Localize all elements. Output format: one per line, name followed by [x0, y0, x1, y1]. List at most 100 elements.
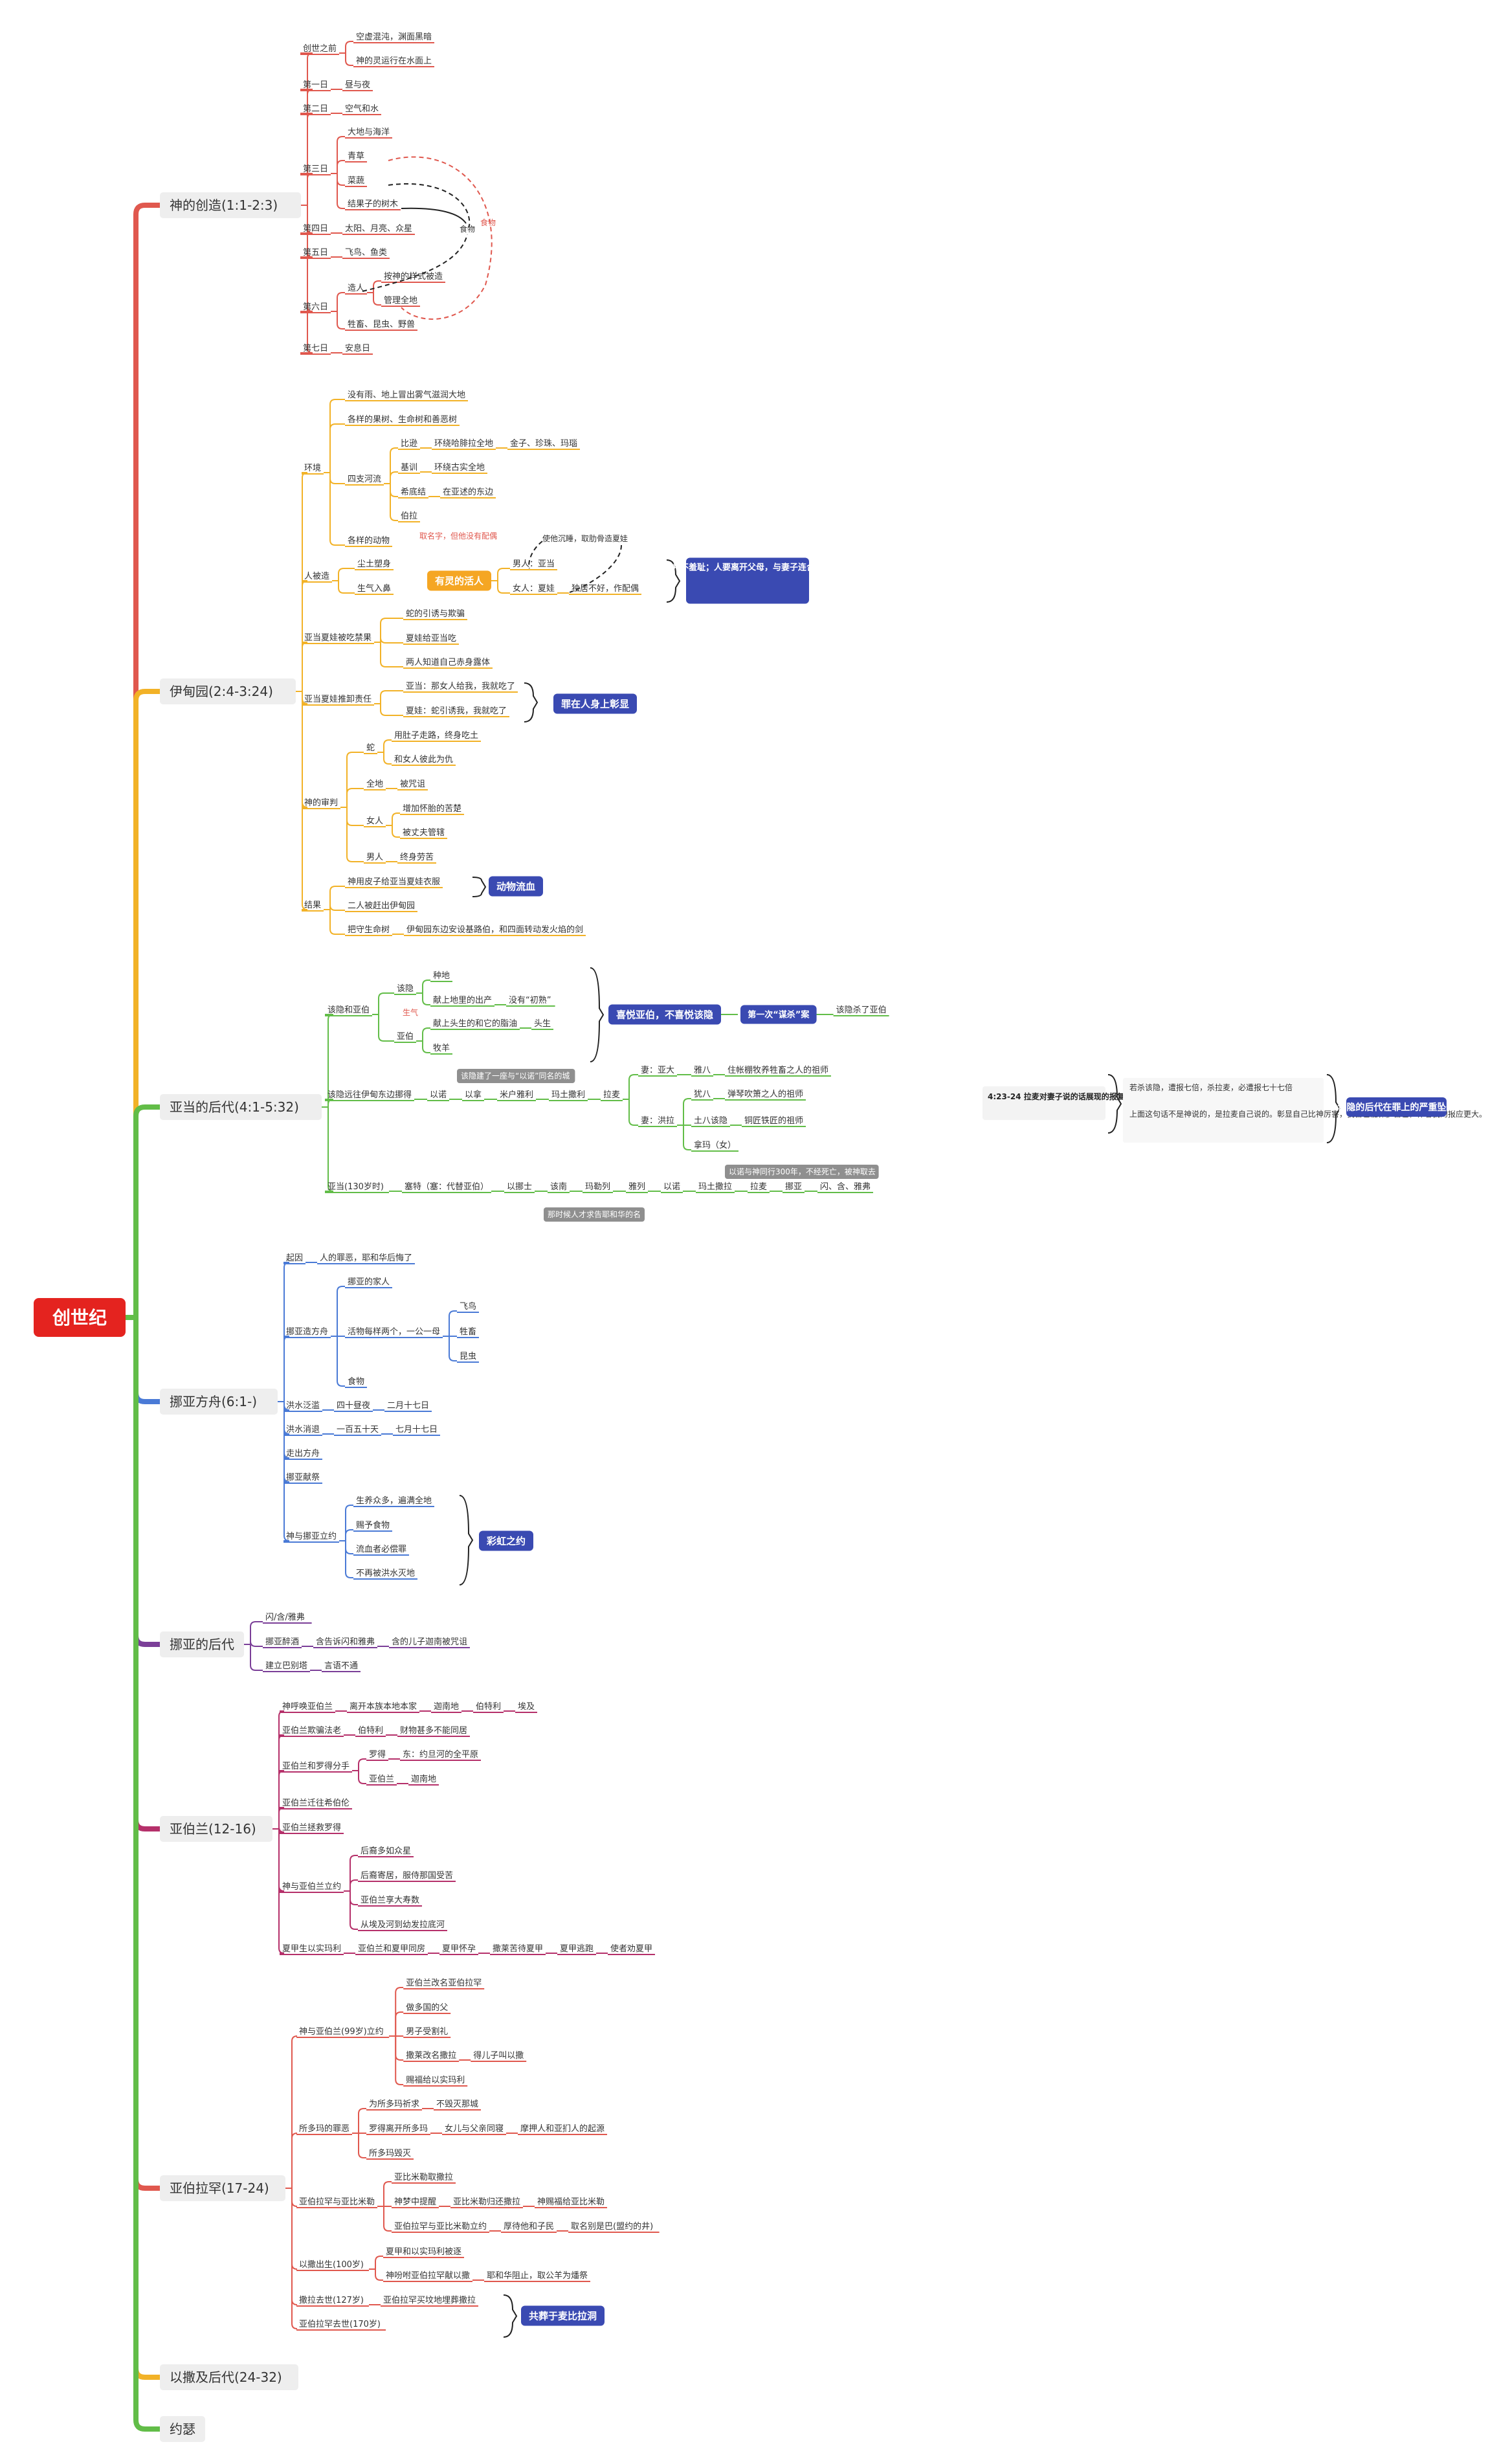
map-node[interactable]: 神与亚伯兰(99岁)立约 — [299, 2027, 384, 2037]
map-node[interactable]: 罗得离开所多玛 — [369, 2123, 428, 2134]
map-node[interactable]: 四十昼夜 — [337, 1401, 370, 1411]
map-node[interactable]: 和女人彼此为仇 — [394, 754, 453, 765]
map-node[interactable]: 伯特利 — [358, 1726, 383, 1736]
map-node[interactable]: 女人：夏娃 — [513, 583, 555, 594]
map-node[interactable]: 塞特（塞：代替亚伯） — [405, 1182, 489, 1192]
map-node[interactable]: 后裔多如众星 — [361, 1846, 411, 1856]
map-node[interactable]: 尘土塑身 — [357, 559, 391, 569]
map-node[interactable]: 该南 — [550, 1182, 567, 1192]
god-favor-tag[interactable]: 喜悦亚伯，不喜悦该隐 — [608, 1004, 721, 1025]
map-node[interactable]: 造人 — [348, 284, 364, 293]
map-node[interactable]: 牧羊 — [433, 1043, 450, 1053]
map-node[interactable]: 女儿与父亲同寝 — [445, 2123, 504, 2134]
map-node[interactable]: 伯特利 — [476, 1702, 501, 1712]
map-node[interactable]: 被咒诅 — [400, 779, 425, 789]
map-node[interactable]: 用肚子走路，终身吃土 — [394, 730, 478, 741]
map-node[interactable]: 比逊 — [401, 439, 417, 449]
sin-tag[interactable]: 罪在人身上彰显 — [553, 693, 637, 714]
living-soul-tag[interactable]: 有灵的活人 — [427, 570, 491, 591]
map-node[interactable]: 亚伯兰 — [369, 1775, 394, 1784]
map-node[interactable]: 亚伯拉罕买坟地埋葬撒拉 — [383, 2295, 476, 2305]
map-node[interactable]: 夏甲生以实玛利 — [282, 1944, 341, 1954]
map-node[interactable]: 头生 — [534, 1019, 551, 1029]
blood-tag[interactable]: 动物流血 — [489, 876, 543, 897]
map-node[interactable]: 取名别是巴(盟约的井) — [571, 2221, 653, 2232]
map-node[interactable]: 东：约旦河的全平原 — [403, 1749, 478, 1760]
map-node[interactable]: 该隐和亚伯 — [328, 1005, 370, 1015]
map-node[interactable]: 夏娃给亚当吃 — [406, 633, 456, 644]
map-node[interactable]: 神的审判 — [304, 798, 338, 808]
map-node[interactable]: 男人：亚当 — [513, 559, 555, 569]
murder-tag[interactable]: 第一次“谋杀”案 — [740, 1005, 817, 1024]
map-node[interactable]: 不再被洪水灭地 — [356, 1569, 415, 1578]
map-node[interactable]: 各样的果树、生命树和善恶树 — [348, 414, 457, 425]
map-node[interactable]: 牲畜、昆虫、野兽 — [348, 319, 415, 330]
map-node[interactable]: 希底结 — [401, 487, 426, 497]
map-node[interactable]: 蛇的引诱与欺骗 — [406, 609, 465, 619]
map-node[interactable]: 太阳、月亮、众星 — [345, 223, 412, 234]
map-node[interactable]: 亚伯兰迁往希伯伦 — [282, 1798, 350, 1808]
map-node[interactable]: 环绕哈腓拉全地 — [434, 438, 493, 449]
root-node[interactable]: 创世纪 — [34, 1298, 126, 1337]
map-node[interactable]: 二月十七日 — [387, 1401, 429, 1411]
map-node[interactable]: 没有“初熟” — [509, 995, 551, 1005]
map-node[interactable]: 二人被赶出伊甸园 — [348, 901, 415, 911]
map-node[interactable]: 拉麦 — [750, 1182, 767, 1192]
map-node[interactable]: 妻：洪拉 — [641, 1116, 674, 1126]
map-node[interactable]: 没有雨、地上冒出雾气滋润大地 — [348, 390, 465, 400]
map-node[interactable]: 挪亚献祭 — [286, 1473, 320, 1483]
map-node[interactable]: 以诺 — [430, 1090, 447, 1100]
map-node[interactable]: 食物 — [348, 1376, 364, 1387]
map-node[interactable]: 大地与海洋 — [348, 128, 390, 137]
map-node[interactable]: 玛勒列 — [585, 1182, 610, 1192]
map-node[interactable]: 两人知道自己赤身露体 — [406, 657, 490, 667]
map-node[interactable]: 环境 — [304, 464, 321, 473]
map-node[interactable]: 耶和华阻止，取公羊为燔祭 — [487, 2270, 588, 2281]
map-node[interactable]: 亚当(130岁时) — [328, 1182, 384, 1192]
map-node[interactable]: 伊甸园东边安设基路伯，和四面转动发火焰的剑 — [406, 924, 583, 935]
map-node[interactable]: 蛇 — [366, 743, 375, 753]
map-node[interactable]: 终身劳苦 — [400, 852, 434, 862]
map-node[interactable]: 含告诉闪和雅弗 — [316, 1637, 375, 1647]
map-node[interactable]: 夏甲和以实玛利被逐 — [386, 2247, 461, 2257]
map-node[interactable]: 亚伯兰改名亚伯拉罕 — [406, 1978, 482, 1988]
map-node[interactable]: 创世之前 — [303, 43, 337, 54]
map-node[interactable]: 空气和水 — [345, 104, 379, 114]
map-node[interactable]: 第四日 — [303, 224, 328, 234]
map-node[interactable]: 把守生命树 — [348, 924, 390, 935]
map-node[interactable]: 飞鸟 — [460, 1301, 476, 1312]
map-node[interactable]: 弹琴吹箫之人的祖师 — [727, 1089, 803, 1099]
map-node[interactable]: 含的儿子迦南被咒诅 — [392, 1637, 467, 1647]
map-node[interactable]: 安息日 — [345, 343, 370, 353]
map-node[interactable]: 亚伯拉罕与亚比米勒立约 — [394, 2222, 487, 2232]
map-node[interactable]: 拿玛（女） — [694, 1140, 736, 1150]
map-node[interactable]: 厚待他和子民 — [504, 2222, 554, 2232]
map-node[interactable]: 被丈夫管辖 — [403, 827, 445, 838]
map-node[interactable]: 人被造 — [304, 572, 329, 581]
branch-3[interactable]: 亚当的后代(4:1-5:32) — [160, 1094, 322, 1120]
map-node[interactable]: 起因 — [286, 1253, 303, 1263]
map-node[interactable]: 得儿子叫以撒 — [473, 2050, 524, 2061]
map-node[interactable]: 撒莱改名撒拉 — [406, 2050, 456, 2061]
map-node[interactable]: 在亚述的东边 — [443, 487, 493, 497]
map-node[interactable]: 以撒出生(100岁) — [299, 2259, 364, 2270]
map-node[interactable]: 菜蔬 — [348, 176, 364, 186]
map-node[interactable]: 该隐杀了亚伯 — [836, 1005, 887, 1015]
map-node[interactable]: 独居不好，作配偶 — [572, 584, 639, 594]
map-node[interactable]: 空虚混沌，渊面黑暗 — [356, 32, 432, 42]
map-node[interactable]: 环绕古实全地 — [434, 462, 485, 473]
map-node[interactable]: 第六日 — [303, 302, 328, 312]
map-node[interactable]: 亚伯 — [397, 1032, 414, 1042]
map-node[interactable]: 各样的动物 — [348, 535, 390, 546]
map-node[interactable]: 亚伯拉罕去世(170岁) — [299, 2320, 381, 2329]
map-node[interactable]: 闪、含、雅弗 — [820, 1182, 871, 1192]
map-node[interactable]: 离开本族本地本家 — [350, 1701, 417, 1712]
branch-6[interactable]: 亚伯兰(12-16) — [160, 1816, 272, 1842]
map-node[interactable]: 亚当：那女人给我，我就吃了 — [406, 681, 515, 691]
map-node[interactable]: 金子、珍珠、玛瑙 — [510, 438, 577, 449]
map-node[interactable]: 第一日 — [303, 80, 328, 90]
map-node[interactable]: 该隐 — [397, 984, 414, 994]
map-node[interactable]: 挪亚的家人 — [348, 1277, 390, 1287]
map-node[interactable]: 一百五十天 — [337, 1425, 379, 1435]
map-node[interactable]: 流血者必偿罪 — [356, 1545, 406, 1554]
